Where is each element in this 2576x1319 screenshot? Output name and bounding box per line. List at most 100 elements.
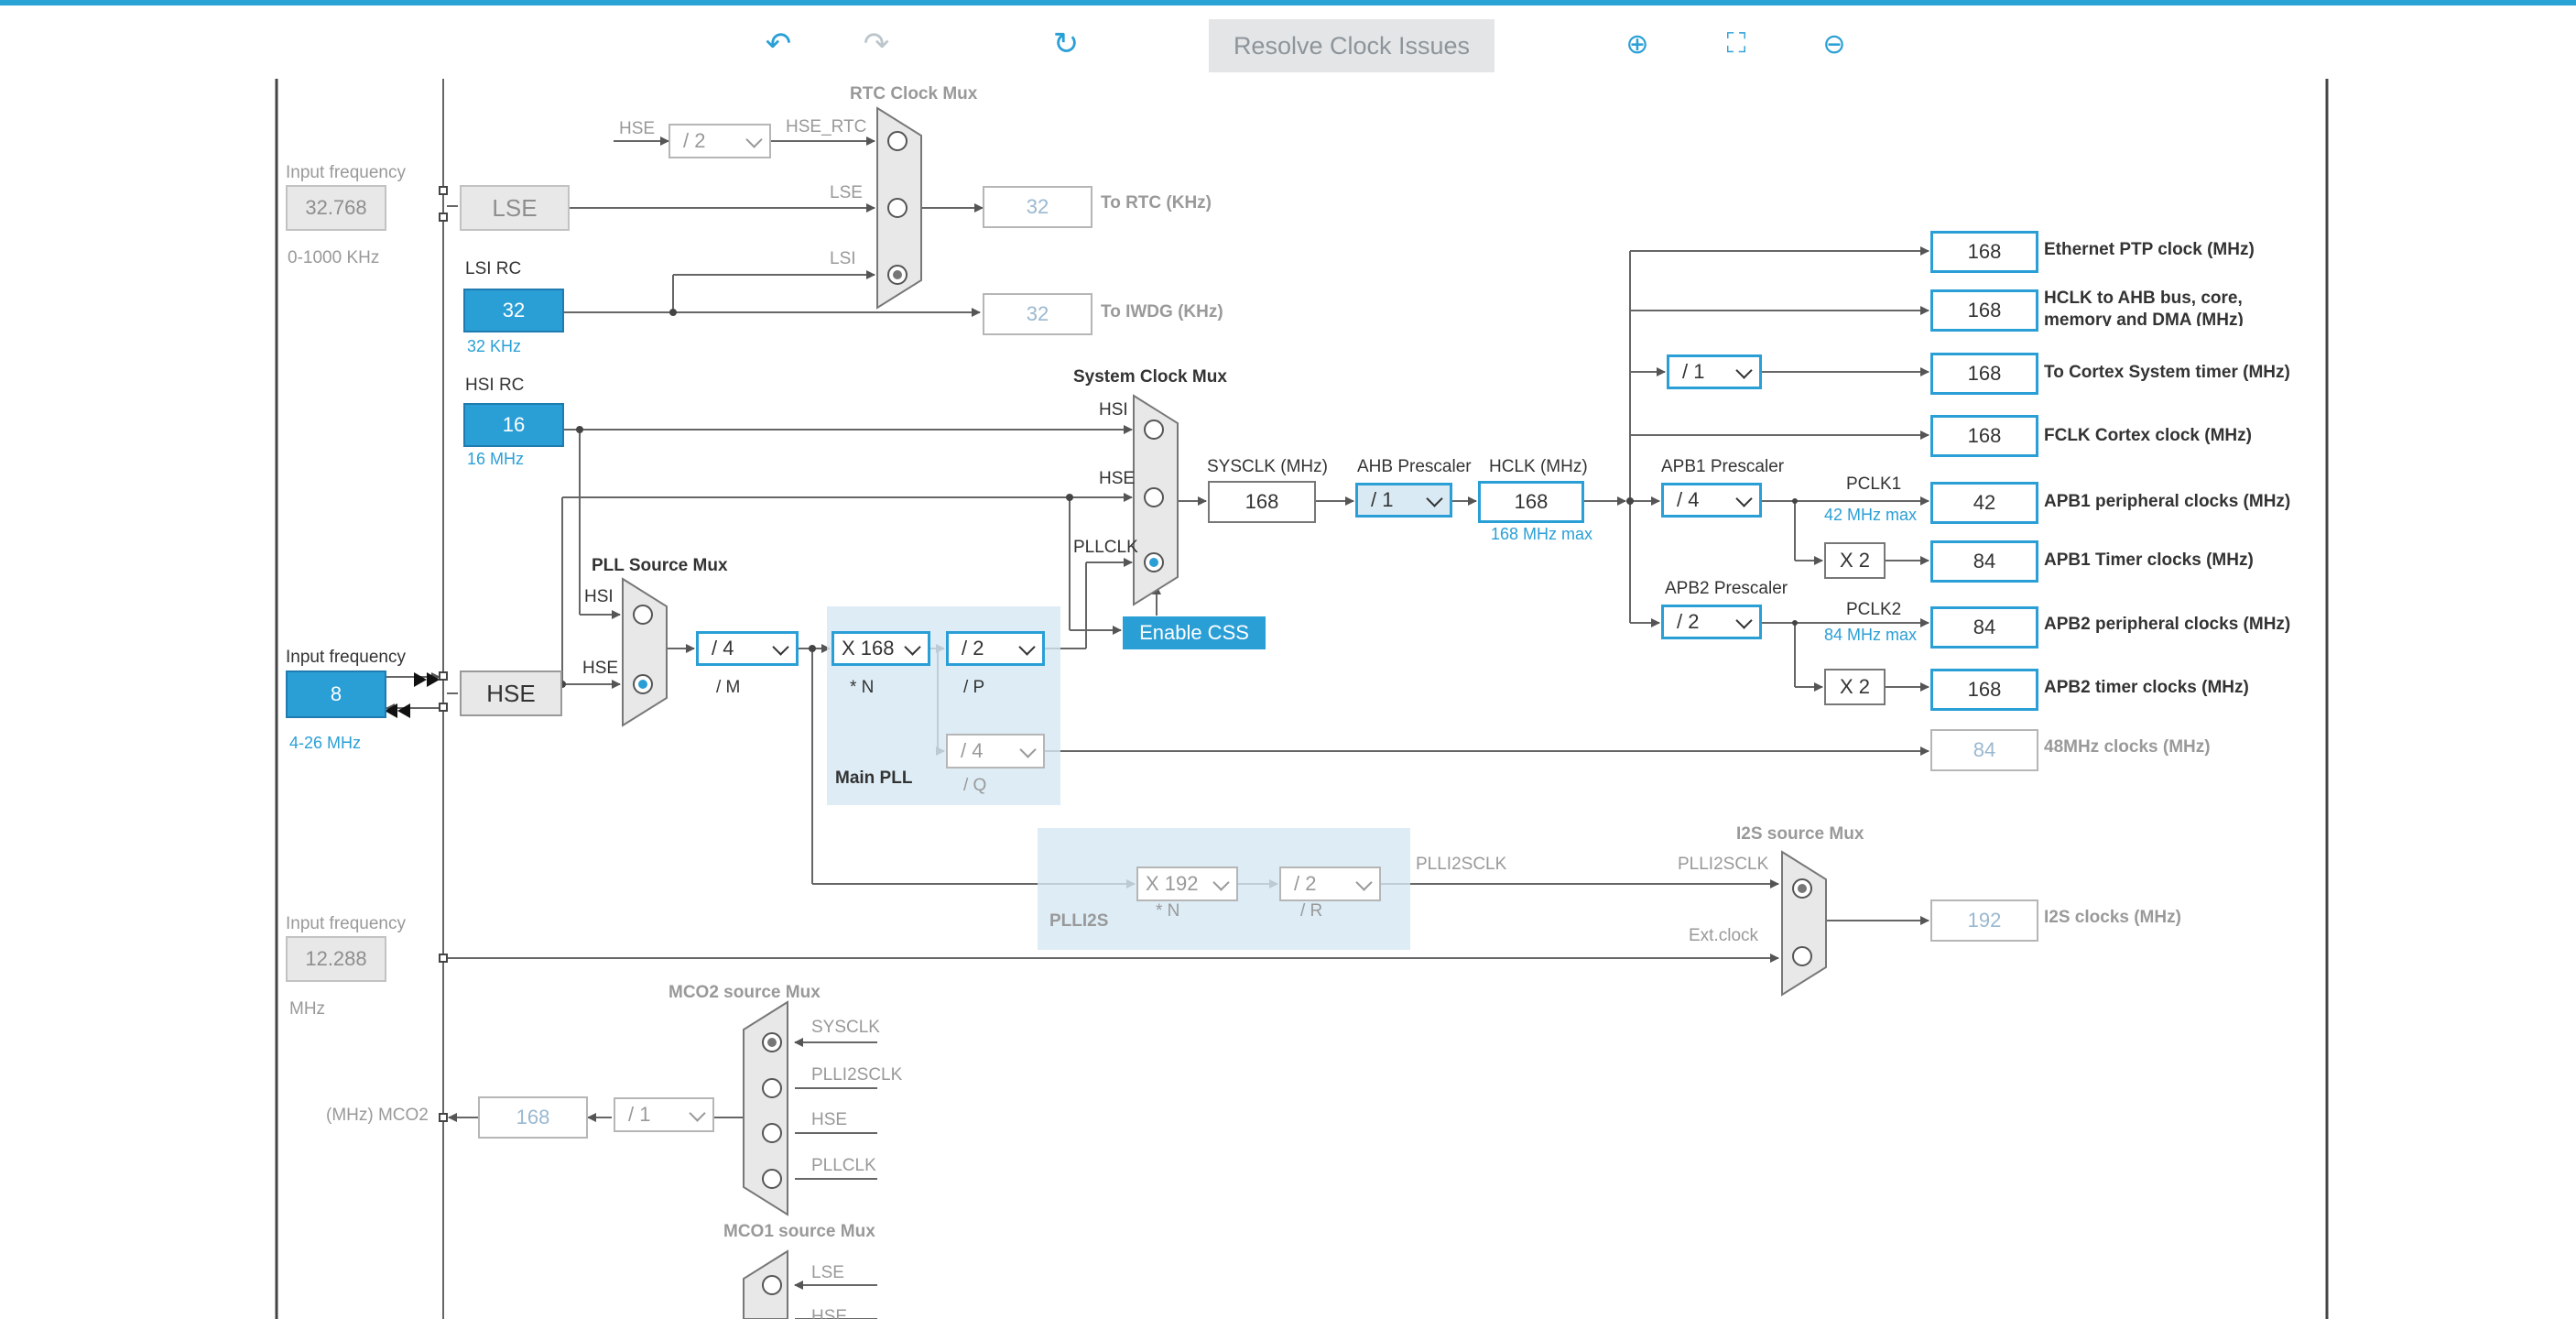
hclk-value-field[interactable]: 168 [1478,481,1584,523]
hse-block: HSE [460,670,562,716]
fit-screen-icon[interactable]: ⛶ [1726,28,1746,59]
redo-icon[interactable]: ↷ [863,27,890,61]
rtc-mux-title: RTC Clock Mux [850,84,978,104]
resolve-clock-issues-button[interactable]: Resolve Clock Issues [1209,19,1495,72]
ahb-prescaler-select[interactable]: / 1 [1355,483,1452,518]
ext-input-title: Input frequency [286,914,406,933]
apb2-prescaler-select[interactable]: / 2 [1661,605,1762,639]
pll-q-value: / 4 [961,739,984,762]
plli2s-n-multiplier-select[interactable]: X 192 [1136,867,1238,901]
mco2-in-sysclk: SYSCLK [811,1018,880,1037]
ahb-prescaler-title: AHB Prescaler [1357,457,1472,476]
lse-input-title: Input frequency [286,163,406,182]
sysclk-title: SYSCLK (MHz) [1207,457,1328,476]
chevron-down-icon [745,131,763,148]
fclk-cortex-label: FCLK Cortex clock (MHz) [2044,426,2252,445]
plli2s-r-value: / 2 [1294,872,1317,895]
plli2s-r-divider-select[interactable]: / 2 [1279,867,1381,901]
pll-p-label: / P [963,678,985,697]
pll-n-value: X 168 [842,637,895,660]
chevron-down-icon [1426,490,1443,507]
pclk2-label: PCLK2 [1846,600,1902,619]
cortex-timer-divider-select[interactable]: / 1 [1667,354,1762,389]
plli2s-n-label: * N [1156,901,1180,921]
top-accent-bar [0,0,2576,5]
chevron-down-icon [772,638,789,656]
pll-m-label: / M [716,678,741,697]
pll-m-value: / 4 [712,637,734,660]
mco1-in-hse-clip: HSE [811,1308,847,1319]
hclk-ahb-field[interactable]: 168 [1930,289,2038,332]
apb1-prescaler-title: APB1 Prescaler [1661,457,1785,476]
apb1-prescaler-value: / 4 [1677,488,1700,511]
pll-source-mux [622,577,668,727]
apb1-timer-clocks-field[interactable]: 84 [1930,540,2038,583]
apb1-prescaler-select[interactable]: / 4 [1661,483,1762,518]
hclk-ahb-label: HCLK to AHB bus, core, [2044,289,2243,308]
enable-css-button[interactable]: Enable CSS [1123,616,1266,649]
pclk1-max-label: 42 MHz max [1824,506,1918,524]
apb2-peripheral-clocks-field[interactable]: 84 [1930,606,2038,649]
rtc-hse-divider-value: / 2 [683,129,706,152]
system-clock-mux-title: System Clock Mux [1073,367,1227,387]
chevron-down-icon [1018,638,1036,656]
mco2-source-mux-title: MCO2 source Mux [668,983,821,1002]
mco2-label: (MHz) MCO2 [326,1106,429,1125]
i2s-source-mux-title: I2S source Mux [1736,824,1864,844]
plli2s-n-value: X 192 [1146,872,1199,895]
lsi-rc-title: LSI RC [465,259,522,278]
cortex-system-timer-field[interactable]: 168 [1930,353,2038,395]
pclk2-max-label: 84 MHz max [1824,626,1918,644]
apb2-timer-clocks-label: APB2 timer clocks (MHz) [2044,678,2249,697]
iwdg-output-value: 32 [983,293,1092,335]
rtc-hse-label: HSE [619,119,656,138]
pll-n-multiplier-select[interactable]: X 168 [831,631,930,666]
main-pll-title: Main PLL [835,769,913,788]
hsi-unit-label: 16 MHz [467,450,525,468]
apb2-timer-clocks-field[interactable]: 168 [1930,669,2038,711]
zoom-out-icon[interactable]: ⊖ [1822,28,1846,60]
chevron-down-icon [689,1105,706,1122]
apb1-peripheral-clocks-field[interactable]: 42 [1930,482,2038,524]
pll-p-divider-select[interactable]: / 2 [946,631,1045,666]
pll-q-divider-select[interactable]: / 4 [946,734,1045,769]
mco1-source-mux-title: MCO1 source Mux [723,1222,875,1241]
lse-input-field[interactable]: 32.768 [286,185,386,231]
mco1-in-hse: HSE [811,1308,848,1319]
mco2-divider-select[interactable]: / 1 [614,1097,714,1132]
i2s-clocks-field: 192 [1930,899,2038,942]
zoom-in-icon[interactable]: ⊕ [1625,28,1649,60]
hse-rtc-label: HSE_RTC [786,117,867,136]
ethernet-ptp-clock-field[interactable]: 168 [1930,231,2038,273]
iwdg-output-label: To IWDG (KHz) [1101,302,1223,322]
pclk1-label: PCLK1 [1846,474,1902,494]
fclk-cortex-field[interactable]: 168 [1930,415,2038,457]
cortex-system-timer-label: To Cortex System timer (MHz) [2044,363,2290,382]
mco1-in-lse: LSE [811,1263,844,1282]
sysmux-hsi-label: HSI [1099,400,1128,420]
hsi-rc-value: 16 [463,403,564,447]
pll-m-divider-select[interactable]: / 4 [696,631,799,666]
hse-range-label: 4-26 MHz [289,734,362,752]
chevron-down-icon [1019,741,1037,758]
hsi-rc-title: HSI RC [465,376,525,395]
mco2-in-hse: HSE [811,1110,848,1129]
cortex-timer-divider-value: / 1 [1682,360,1705,383]
rtc-hse-divider-select[interactable]: / 2 [668,124,771,158]
ext-input-field[interactable]: 12.288 [286,936,386,982]
refresh-icon[interactable]: ↻ [1052,27,1080,61]
clock-48mhz-field: 84 [1930,729,2038,771]
undo-icon[interactable]: ↶ [765,27,792,61]
hse-input-title: Input frequency [286,648,406,667]
hse-input-field[interactable]: 8 [286,670,386,718]
plli2sclk-label: PLLI2SCLK [1416,855,1507,874]
rtc-output-label: To RTC (KHz) [1101,193,1212,213]
pll-n-label: * N [850,678,875,697]
chevron-down-icon [1735,612,1753,629]
lse-block: LSE [460,185,570,231]
apb1-peripheral-clocks-label: APB1 peripheral clocks (MHz) [2044,492,2291,511]
i2s-clocks-label: I2S clocks (MHz) [2044,908,2181,927]
clock-48mhz-label: 48MHz clocks (MHz) [2044,737,2211,757]
rtc-lsi-label: LSI [830,249,856,268]
sysclk-value-field[interactable]: 168 [1208,481,1316,523]
